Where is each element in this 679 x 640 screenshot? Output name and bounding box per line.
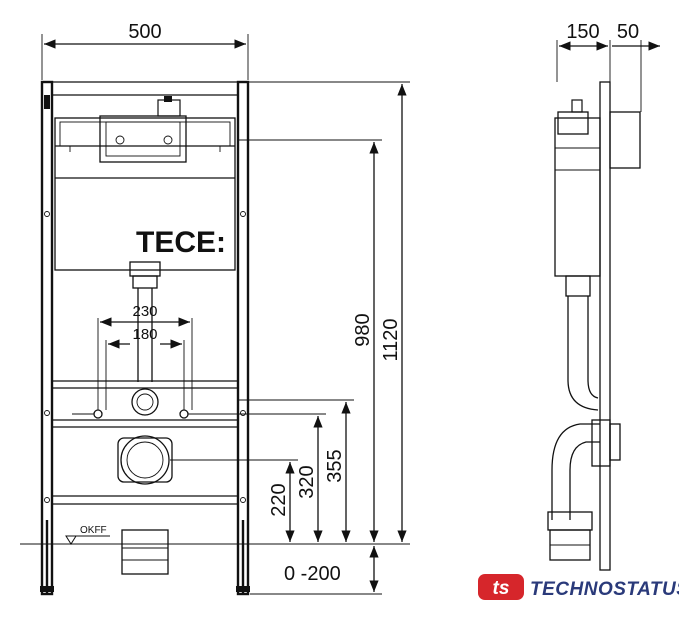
- brand-logo: TECE:: [136, 226, 226, 259]
- bolt-right: [179, 409, 189, 419]
- dim-panel-depth: 50: [617, 21, 639, 43]
- brand-icon: [478, 574, 524, 600]
- dim-flush-height: 980: [352, 313, 374, 346]
- dim-foot-adjust: 0 -200: [284, 563, 341, 585]
- dim-width: 500: [128, 21, 161, 43]
- dim-total-height: 1120: [380, 318, 402, 361]
- front-view: TECE:: [20, 21, 410, 596]
- dim-bolt-outer: 230: [132, 303, 157, 320]
- drain-pipe: [120, 435, 170, 485]
- side-view: 150 50: [547, 21, 660, 571]
- dim-bolt-inner: 180: [132, 326, 157, 343]
- floor-label: OKFF: [80, 525, 107, 536]
- flush-plate: [609, 111, 641, 169]
- technostatus-logo: ts TECHNOSTATUS: [478, 574, 679, 600]
- right-upright: [236, 80, 250, 596]
- brand-name: TECHNOSTATUS: [530, 579, 679, 600]
- left-upright: [40, 80, 54, 596]
- dim-drain-a: 355: [324, 449, 346, 482]
- dim-depth: 150: [566, 21, 599, 43]
- dim-drain-c: 220: [268, 483, 290, 516]
- cistern: TECE:: [54, 96, 236, 289]
- svg-text:ts: ts: [493, 578, 510, 599]
- dim-drain-b: 320: [296, 465, 318, 498]
- bolt-left: [93, 409, 103, 419]
- side-panel: [599, 81, 611, 571]
